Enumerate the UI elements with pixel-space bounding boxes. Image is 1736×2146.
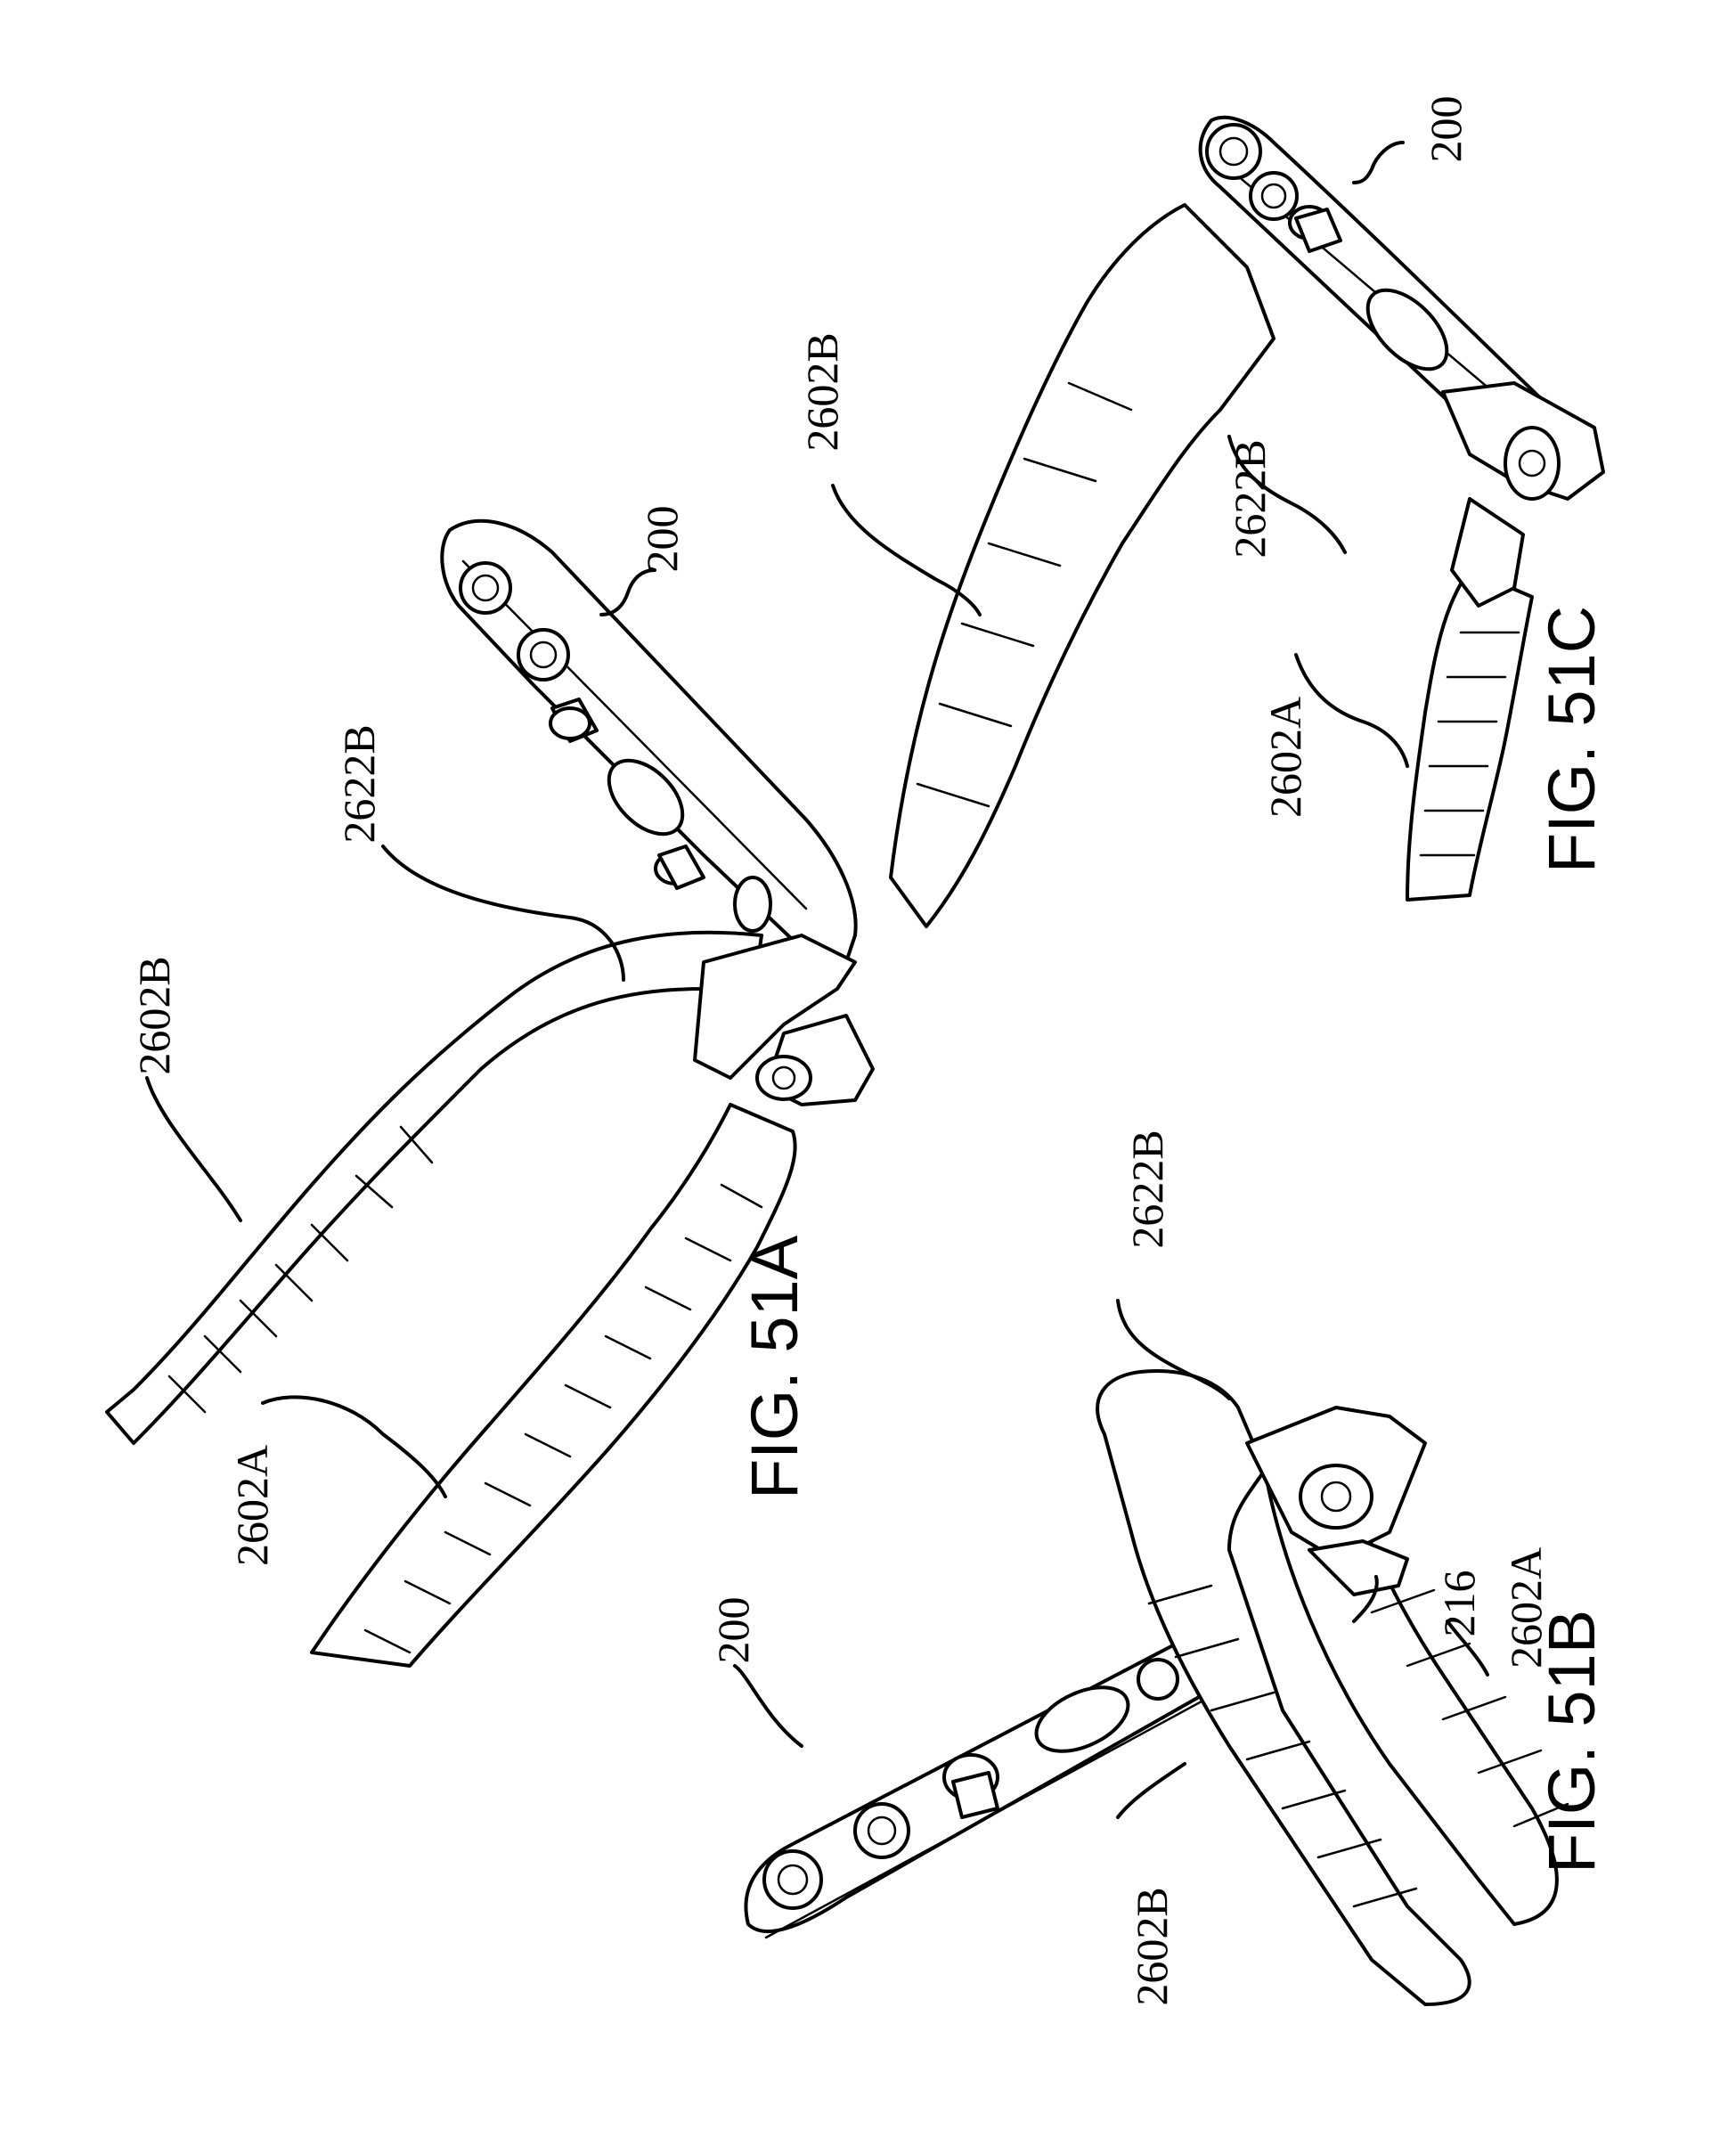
ref-2602b-51a: 2602B <box>129 956 179 1074</box>
tube-2602a-51a <box>312 1105 795 1666</box>
ref-2602a-51c: 2602A <box>1260 697 1310 818</box>
leader-2602a-51c <box>1296 655 1407 766</box>
tube-2602a-51c <box>1407 570 1532 900</box>
ref-2602a-51a: 2602A <box>227 1445 277 1566</box>
ref-200-51c: 200 <box>1421 96 1471 163</box>
leader-200-51b <box>735 1666 802 1746</box>
ref-2622b-51a: 2622B <box>334 724 384 843</box>
figure-51c <box>833 118 1603 926</box>
ref-2622b-51b: 2622B <box>1122 1130 1172 1248</box>
caption-fig-51c: FIG. 51C <box>1535 606 1609 873</box>
bone-plate-51b <box>746 1627 1256 1938</box>
ref-2622b-51c: 2622B <box>1225 439 1275 558</box>
ref-2602b-51c: 2602B <box>797 332 847 451</box>
caption-fig-51b: FIG. 51B <box>1535 1610 1609 1873</box>
ref-2602b-51b: 2602B <box>1127 1887 1177 2005</box>
caption-fig-51a: FIG. 51A <box>738 1235 811 1499</box>
bone-plate-51a <box>442 521 855 966</box>
connector-51c <box>1443 383 1603 606</box>
leader-2602b-51a <box>147 1078 240 1220</box>
leader-2602a-51a <box>263 1397 445 1497</box>
ref-200-51b: 200 <box>708 1597 758 1664</box>
leader-2602b-51b <box>1118 1764 1185 1817</box>
ref-216-51b: 216 <box>1434 1571 1484 1637</box>
connector-51a <box>695 935 873 1105</box>
leader-200-51a <box>601 570 655 615</box>
ref-200-51a: 200 <box>637 506 687 573</box>
leader-200-51c <box>1354 143 1403 183</box>
tube-2602b-51c <box>891 205 1274 926</box>
